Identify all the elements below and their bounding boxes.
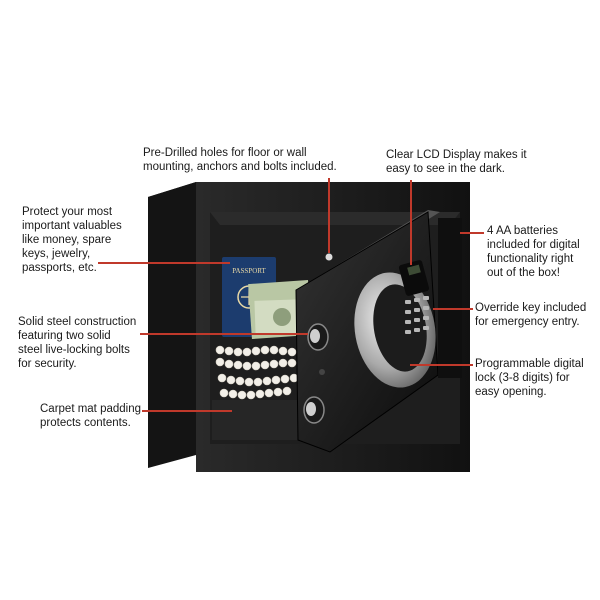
leader-carpet	[142, 410, 232, 412]
leader-steel	[140, 333, 308, 335]
keypad-panel	[354, 260, 436, 388]
carpet-mat	[212, 400, 302, 440]
callout-carpet: Carpet mat padding protects contents.	[40, 403, 142, 429]
safe-left-side	[148, 182, 196, 468]
callout-pre-drilled: Pre-Drilled holes for floor or wall moun…	[143, 147, 337, 173]
locking-bolts	[303, 323, 329, 424]
callout-batteries: 4 AA batteries included for digital func…	[487, 225, 580, 279]
leader-batteries	[460, 232, 484, 234]
leader-protect	[98, 262, 230, 264]
leader-pre-drilled	[328, 178, 330, 253]
leader-override	[433, 308, 473, 310]
callout-lcd: Clear LCD Display makes it easy to see i…	[386, 149, 527, 175]
callout-override: Override key included for emergency entr…	[475, 302, 587, 328]
pearl-necklaces	[215, 345, 299, 400]
callout-protect: Protect your most important valuables li…	[22, 206, 122, 274]
pre-drilled-hole	[325, 253, 333, 261]
leader-programmable	[410, 364, 473, 366]
svg-text:PASSPORT: PASSPORT	[232, 267, 266, 275]
leader-lcd	[410, 180, 412, 265]
battery-compartment	[438, 218, 462, 378]
callout-steel: Solid steel construction featuring two s…	[18, 316, 137, 370]
callout-programmable: Programmable digital lock (3-8 digits) f…	[475, 358, 584, 398]
override-keyhole	[319, 369, 325, 375]
